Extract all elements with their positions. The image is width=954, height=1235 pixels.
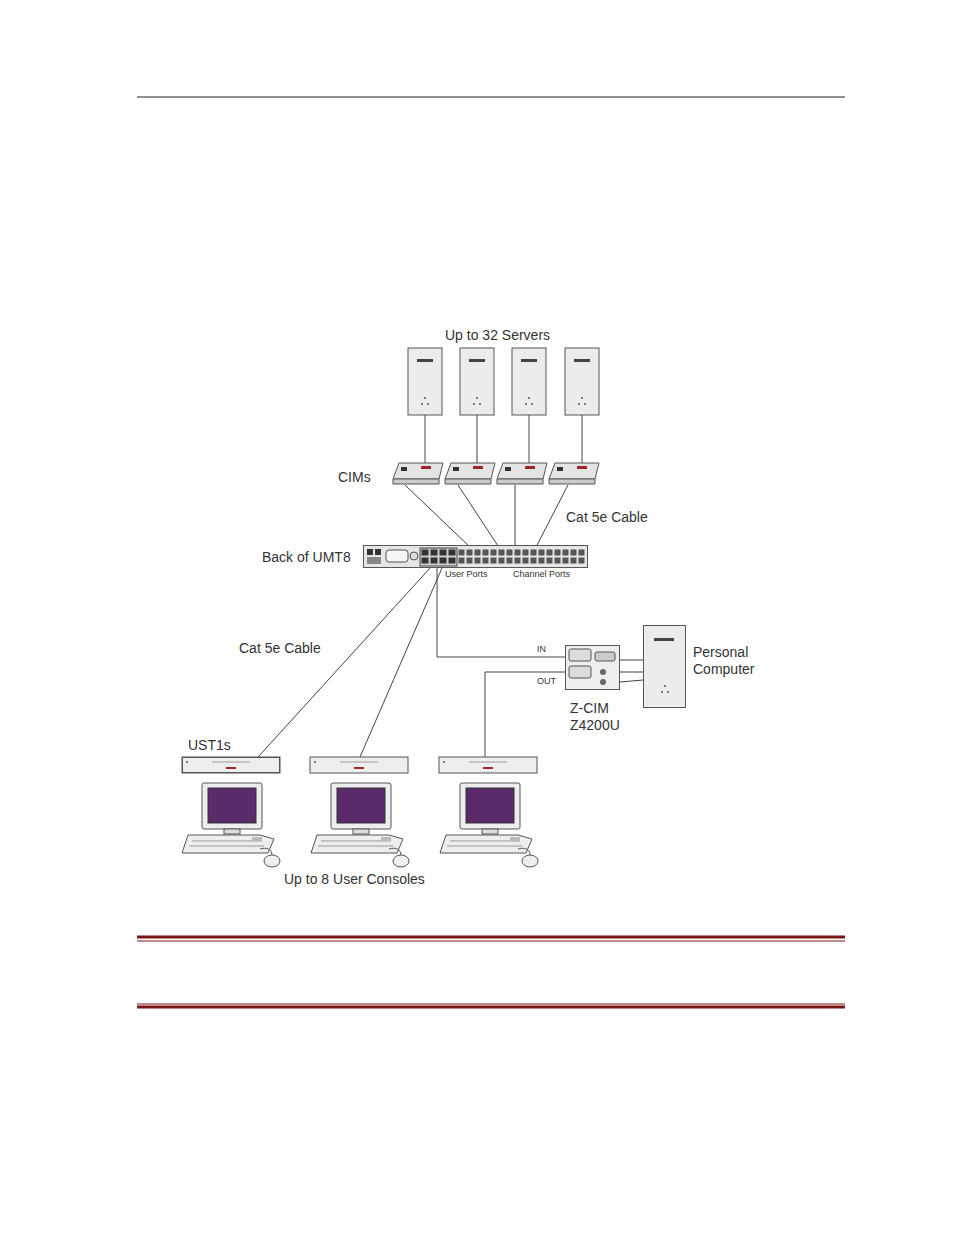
- group-label: Up to 8 User Consoles: [283, 871, 426, 888]
- cable-label: IN: [536, 644, 547, 655]
- server-towers: [408, 348, 599, 415]
- cable-label: Cat 5e Cable: [565, 509, 649, 526]
- cim-modules: [393, 463, 599, 484]
- device-label: Personal Computer: [692, 644, 786, 678]
- footer-rules: [137, 937, 845, 1007]
- device-label: Back of UMT8: [261, 549, 352, 566]
- device-label: Z-CIM Z4200U: [569, 700, 643, 734]
- port-label: OUT: [536, 676, 557, 687]
- cable-label: Cat 5e Cable: [238, 640, 322, 657]
- pc-cables: [620, 672, 643, 682]
- port-label: Channel Ports: [512, 569, 571, 580]
- group-label: Up to 32 Servers: [444, 327, 551, 344]
- user-consoles: [182, 783, 538, 867]
- pc-tower-body: [643, 625, 686, 708]
- umt8-switch-body: [363, 545, 588, 568]
- kvm-switch: Back of UMT8: [363, 545, 588, 568]
- device-label: UST1s: [187, 737, 232, 754]
- z-cim-module: Z-CIM Z4200U: [565, 645, 620, 690]
- server-cables: [425, 415, 582, 463]
- group-label: CIMs: [337, 469, 372, 486]
- ust1-box: UST1s: [182, 757, 280, 773]
- cable-connector: [437, 568, 565, 657]
- header-rule: [137, 97, 845, 98]
- cat5e-channel-cables: [405, 485, 568, 549]
- ust1-boxes: [182, 757, 537, 773]
- user-port-cable: [360, 568, 565, 757]
- port-label: User Ports: [444, 569, 489, 580]
- cable-connector: [258, 568, 430, 757]
- cable-connector: [620, 659, 643, 660]
- zcim-connectors: [565, 645, 620, 690]
- personal-computer: Personal Computer: [643, 625, 686, 708]
